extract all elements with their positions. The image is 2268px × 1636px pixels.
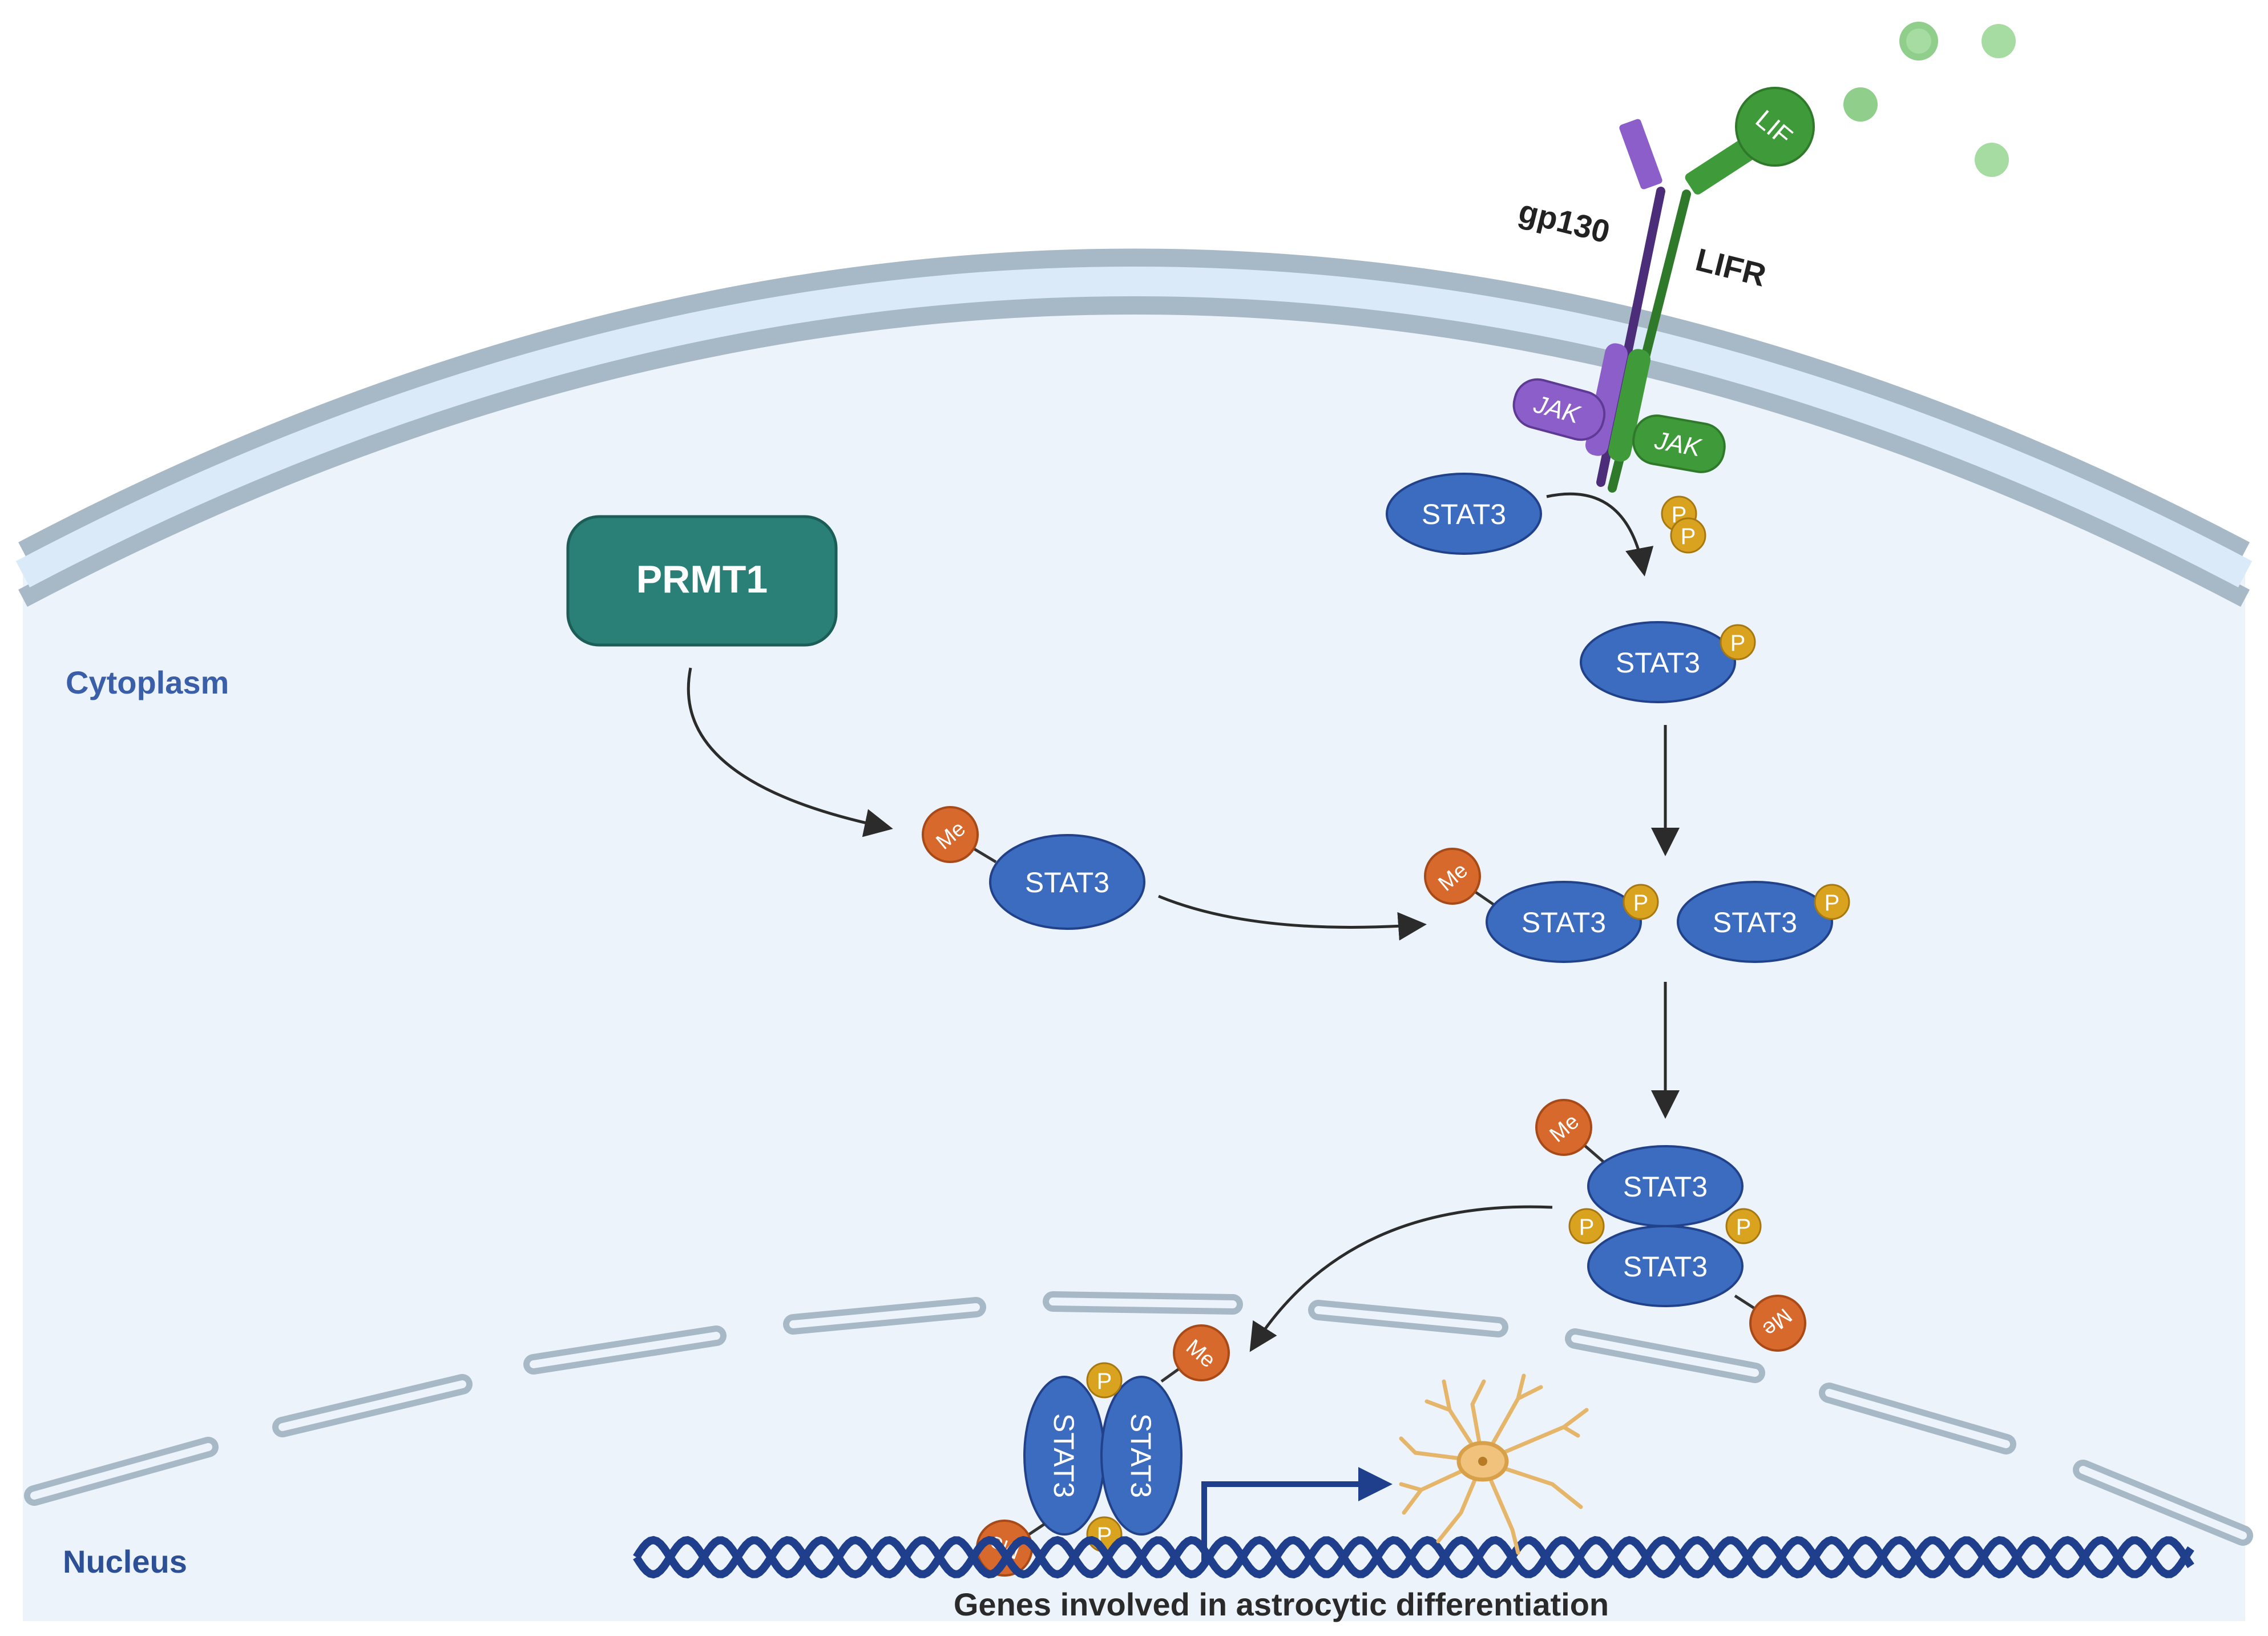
arrow-methyl-to-pair: [1158, 894, 1427, 941]
stat3-label-4: STAT3: [1522, 906, 1606, 938]
nuclear-import-arrow: [1249, 1205, 1553, 1352]
stat3-label-3: STAT3: [1025, 867, 1109, 898]
phospho-label-d: P: [1633, 890, 1649, 916]
gp130-label: gp130: [1515, 193, 1613, 250]
lif-bound-ligand: LIF: [1735, 87, 1815, 167]
phospho-label-b: P: [1681, 524, 1696, 549]
nuclear-envelope: [24, 1291, 2253, 1546]
transcription-start-arrow: [1201, 1467, 1393, 1561]
phospho-label-g: P: [1736, 1215, 1752, 1240]
jak-kinase-gp130: JAK: [1512, 378, 1606, 441]
phosphate-pair: P P: [1661, 495, 1706, 554]
prmt1-label: PRMT1: [636, 558, 768, 601]
stat3-phosphorylated: STAT3 P: [1580, 621, 1756, 703]
stat3-dimer-cytoplasm: Me STAT3 STAT3 P P Me: [1535, 1099, 1806, 1352]
lif-ligand-particles: [1843, 22, 2016, 177]
gene-caption: Genes involved in astrocytic differentia…: [954, 1586, 1609, 1622]
astrocyte-icon: [1399, 1373, 1589, 1555]
stat3-label-6: STAT3: [1623, 1171, 1708, 1203]
stat3-label-2: STAT3: [1616, 647, 1700, 679]
stat3-label-7: STAT3: [1623, 1251, 1708, 1283]
plasma-membrane-lumen: [15, 267, 2253, 588]
plasma-membrane-outer: [18, 248, 2250, 560]
stat3-receptor-bound: STAT3: [1386, 473, 1542, 555]
phospho-label-c: P: [1730, 631, 1746, 656]
dna-helix: [633, 1536, 2194, 1579]
stat3-label-5: STAT3: [1713, 906, 1797, 938]
jak-kinase-lifr: JAK: [1632, 414, 1726, 473]
nucleus-label: Nucleus: [63, 1544, 187, 1579]
phospho-label-h: P: [1097, 1369, 1112, 1394]
stat3-pair: Me STAT3 P STAT3 P: [1424, 848, 1850, 963]
plasma-membrane-inner: [18, 295, 2250, 607]
lifr-receptor: [1608, 137, 1757, 493]
phospho-label-f: P: [1579, 1215, 1595, 1240]
methylation-arrow: [687, 667, 893, 837]
phosphorylation-arrow: [1546, 492, 1654, 577]
prmt1-enzyme: PRMT1: [566, 515, 838, 647]
cytoplasm-label: Cytoplasm: [66, 664, 229, 700]
stat3-methylated: Me STAT3: [922, 806, 1145, 930]
stat3-label-8: STAT3: [1048, 1413, 1080, 1498]
lifr-label: LIFR: [1692, 241, 1770, 293]
stat3-label-9: STAT3: [1125, 1413, 1157, 1498]
phospho-label-e: P: [1825, 890, 1840, 916]
stat3-label-1: STAT3: [1422, 498, 1506, 530]
